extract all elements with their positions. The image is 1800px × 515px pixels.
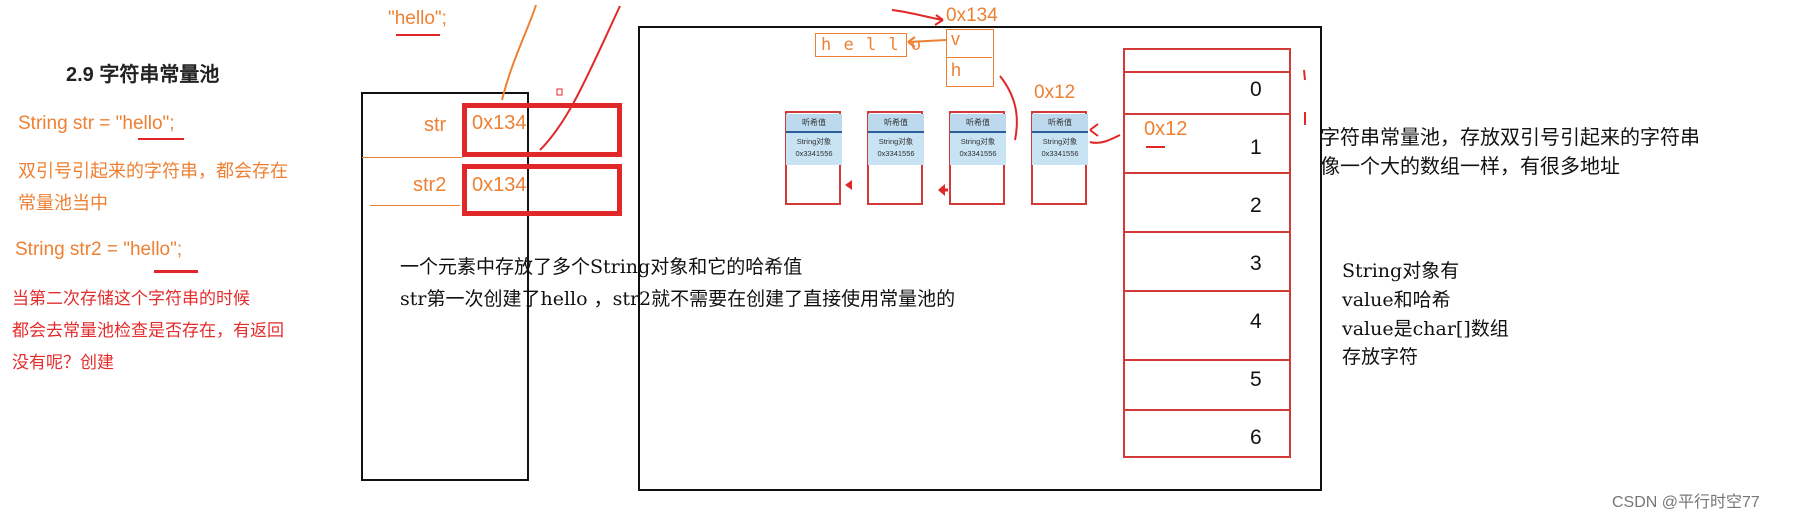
slot-address: 0x12 [1144,118,1188,140]
arrow-top-to-object-head [934,14,944,26]
slot-divider-6 [1123,359,1291,361]
chain-node-3-top: 听希值 [950,114,1006,133]
code-line-1: String str = "hello"; [18,113,175,134]
string-object-note-3: value是char[]数组 [1342,318,1509,340]
center-note-line-1: 一个元素中存放了多个String对象和它的哈希值 [400,256,803,278]
section-heading: 2.9 字符串常量池 [66,64,220,86]
hash-table-array [1123,48,1291,458]
note-1-line-1: 双引号引起来的字符串，都会存在 [18,161,288,181]
chain-node-4-top: 听希值 [1032,114,1088,133]
arrow-top-to-object [891,9,944,21]
str2-pointer-line [370,205,460,206]
chain-node-1-top: 听希值 [786,114,842,133]
slot-divider-4 [1123,231,1291,233]
slot-index-6: 6 [1250,426,1262,449]
slot-index-4: 4 [1250,310,1262,333]
object-address: 0x134 [946,5,998,26]
node-address: 0x12 [1034,82,1076,103]
str2-value-box [462,164,622,216]
chain-node-2-top: 听希值 [868,114,924,133]
slot-divider-2 [1123,113,1291,115]
hello-char-box [815,33,907,57]
note-2-line-1: 当第二次存储这个字符串的时候 [12,289,250,308]
note-1-line-2: 常量池当中 [18,193,108,213]
slot-divider-5 [1123,290,1291,292]
string-object-note-4: 存放字符 [1342,346,1419,368]
str2-label: str2 [413,174,447,196]
slot-divider-3 [1123,172,1291,174]
right-note-line-2: 像一个大的数组一样，有很多地址 [1320,154,1620,178]
note-2-line-3: 没有呢？创建 [12,353,114,372]
slot-index-2: 2 [1250,194,1262,217]
string-object-note-1: String对象有 [1342,260,1460,282]
str-pointer-line [362,157,462,158]
str2-value: 0x134 [472,174,527,196]
str-value: 0x134 [472,112,527,134]
center-note-line-2: str第一次创建了hello ，str2就不需要在创建了直接使用常量池的 [400,288,956,310]
slot-index-3: 3 [1250,252,1262,275]
slot-divider-7 [1123,409,1291,411]
underline-hello-2 [154,270,198,273]
string-object-note-2: value和哈希 [1342,289,1451,311]
heap-frame [638,26,1322,491]
note-2-line-2: 都会去常量池检查是否存在，有返回 [12,321,284,340]
arrow-str-to-top-orange [501,4,537,101]
csdn-watermark: CSDN @平行时空77 [1612,494,1760,511]
top-hello-literal: "hello"; [388,8,447,29]
str-label: str [424,114,447,136]
underline-top-hello [396,34,440,36]
slot-index-1: 1 [1250,136,1262,159]
string-object-divider [946,57,992,58]
hello-chars: h e l l o [821,35,923,55]
small-mark [556,88,563,96]
underline-hello-1 [138,138,184,140]
code-line-2: String str2 = "hello"; [15,239,183,260]
slot-index-0: 0 [1250,78,1262,101]
field-h: h [951,60,962,80]
slot-divider-1 [1123,71,1291,73]
field-v: v [951,29,960,49]
string-object-box [946,29,994,87]
right-note-line-1: 字符串常量池，存放双引号引起来的字符串 [1320,125,1700,149]
slot-index-5: 5 [1250,368,1262,391]
stack-frame [361,92,529,481]
